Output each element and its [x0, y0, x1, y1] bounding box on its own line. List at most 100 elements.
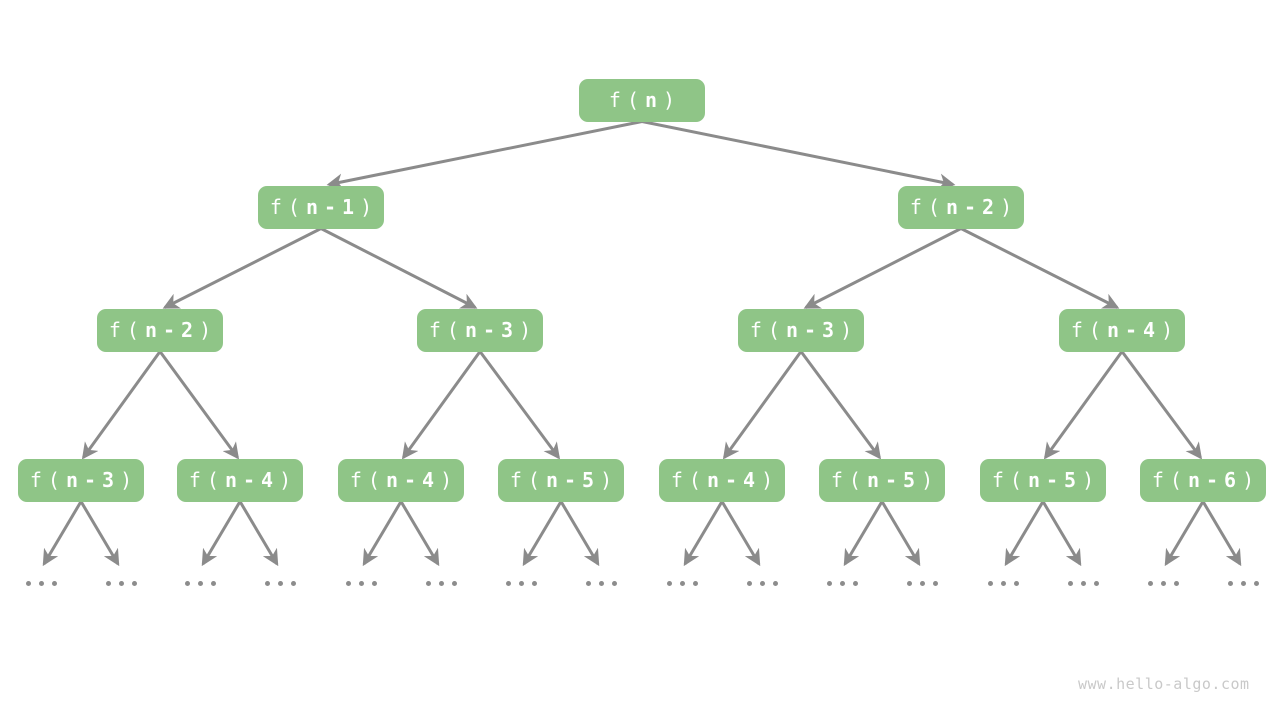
node-label-suffix: )	[1161, 318, 1174, 342]
tree-edge	[201, 500, 242, 567]
node-label-arg: n	[645, 88, 664, 112]
node-label-arg: n-4	[224, 468, 280, 492]
ellipsis-leaf	[906, 581, 938, 586]
tree-edge	[522, 500, 563, 567]
ellipsis-dot	[277, 581, 283, 586]
ellipsis-dot	[290, 581, 296, 586]
ellipsis-dot	[345, 581, 351, 586]
ellipsis-dot	[438, 581, 444, 586]
tree-edge	[1041, 500, 1082, 567]
ellipsis-dot	[746, 581, 752, 586]
ellipsis-dot	[906, 581, 912, 586]
ellipsis-leaf	[345, 581, 377, 586]
ellipsis-dot	[51, 581, 57, 586]
ellipsis-leaf	[746, 581, 778, 586]
node-label-suffix: )	[519, 318, 532, 342]
tree-edge	[880, 500, 921, 567]
ellipsis-leaf	[1067, 581, 1099, 586]
tree-node-level3: f(n-3)	[417, 308, 543, 352]
tree-edge	[1043, 350, 1124, 460]
node-label-arg: n-3	[464, 318, 520, 342]
node-label-suffix: )	[120, 468, 133, 492]
ellipsis-dot	[1240, 581, 1246, 586]
ellipsis-dot	[932, 581, 938, 586]
node-label-arg: n-2	[144, 318, 200, 342]
ellipsis-dot	[105, 581, 111, 586]
node-label-prefix: f(	[428, 318, 465, 342]
tree-node-level3: f(n-4)	[1059, 308, 1185, 352]
tree-edge	[42, 500, 83, 567]
tree-edge	[1120, 350, 1203, 460]
ellipsis-dot	[839, 581, 845, 586]
tree-edge	[238, 500, 279, 567]
ellipsis-dot	[852, 581, 858, 586]
node-label-prefix: f(	[991, 468, 1028, 492]
ellipsis-dot	[919, 581, 925, 586]
node-label-suffix: )	[1242, 468, 1255, 492]
tree-node-level4: f(n-4)	[177, 458, 303, 502]
tree-node-level2: f(n-1)	[258, 185, 384, 229]
node-label-arg: n-5	[866, 468, 922, 492]
node-label-suffix: )	[1082, 468, 1095, 492]
ellipsis-dot	[118, 581, 124, 586]
node-label-arg: n-5	[1027, 468, 1083, 492]
ellipsis-dot	[598, 581, 604, 586]
node-label-arg: n-4	[1106, 318, 1162, 342]
node-label-arg: n-4	[706, 468, 762, 492]
node-label-suffix: )	[663, 88, 676, 112]
node-label-prefix: f(	[108, 318, 145, 342]
node-label-prefix: f(	[670, 468, 707, 492]
node-label-suffix: )	[921, 468, 934, 492]
tree-edge	[326, 120, 643, 190]
ellipsis-dot	[451, 581, 457, 586]
ellipsis-dot	[1173, 581, 1179, 586]
node-label-arg: n-5	[545, 468, 601, 492]
ellipsis-dot	[1093, 581, 1099, 586]
node-label-arg: n-3	[785, 318, 841, 342]
tree-edge	[362, 500, 403, 567]
tree-node-level4: f(n-6)	[1140, 458, 1266, 502]
ellipsis-dot	[131, 581, 137, 586]
node-label-arg: n-3	[65, 468, 121, 492]
node-label-prefix: f(	[749, 318, 786, 342]
ellipsis-leaf	[666, 581, 698, 586]
ellipsis-leaf	[25, 581, 57, 586]
tree-node-level2: f(n-2)	[898, 185, 1024, 229]
node-label-prefix: f(	[509, 468, 546, 492]
ellipsis-dot	[987, 581, 993, 586]
ellipsis-dot	[759, 581, 765, 586]
tree-edge	[81, 350, 162, 460]
ellipsis-leaf	[1227, 581, 1259, 586]
tree-edge	[401, 350, 482, 460]
tree-edge	[399, 500, 440, 567]
tree-node-level3: f(n-2)	[97, 308, 223, 352]
tree-edge	[162, 227, 322, 309]
ellipsis-dot	[679, 581, 685, 586]
tree-edge	[79, 500, 120, 567]
tree-node-level4: f(n-5)	[980, 458, 1106, 502]
tree-edge	[478, 350, 561, 460]
node-label-prefix: f(	[608, 88, 645, 112]
tree-edge	[722, 350, 803, 460]
ellipsis-dot	[772, 581, 778, 586]
ellipsis-dot	[826, 581, 832, 586]
node-label-arg: n-1	[305, 195, 361, 219]
ellipsis-dot	[505, 581, 511, 586]
watermark: www.hello-algo.com	[1078, 675, 1250, 693]
node-label-prefix: f(	[830, 468, 867, 492]
tree-edge	[1201, 500, 1242, 567]
ellipsis-dot	[585, 581, 591, 586]
node-label-suffix: )	[360, 195, 373, 219]
ellipsis-leaf	[264, 581, 296, 586]
ellipsis-leaf	[184, 581, 216, 586]
tree-edge	[683, 500, 724, 567]
ellipsis-dot	[197, 581, 203, 586]
ellipsis-leaf	[505, 581, 537, 586]
tree-edge	[559, 500, 600, 567]
ellipsis-dot	[1160, 581, 1166, 586]
ellipsis-leaf	[987, 581, 1019, 586]
tree-node-level1: f(n)	[579, 78, 705, 122]
ellipsis-dot	[1067, 581, 1073, 586]
node-label-arg: n-4	[385, 468, 441, 492]
node-label-arg: n-2	[945, 195, 1001, 219]
